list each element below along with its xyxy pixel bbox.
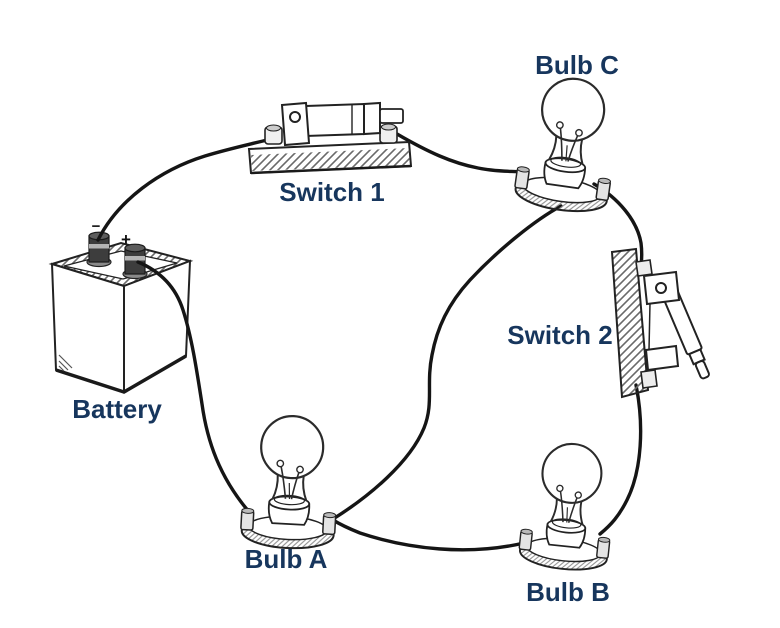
switch2-base — [610, 247, 650, 399]
battery-bottom-edge — [55, 354, 187, 394]
wire-bulbA-to-bulbC — [331, 204, 563, 521]
battery-corner-hatch — [58, 354, 73, 372]
battery-negative-sign: − — [92, 218, 101, 235]
bulb-c-label: Bulb C — [535, 50, 619, 80]
wire-battery-to-bulbA — [136, 260, 252, 515]
switch2-label: Switch 2 — [507, 320, 612, 350]
switch2-link-bar — [648, 302, 651, 351]
battery-illustration: − + — [48, 218, 194, 394]
switch2-lever — [661, 287, 710, 380]
wire-battery-to-switch1 — [96, 138, 269, 242]
switch1-label: Switch 1 — [279, 177, 384, 207]
switch1-lever-cap — [363, 101, 381, 136]
switch2-clip-top — [635, 259, 653, 277]
battery-terminal-positive — [122, 243, 148, 280]
bulb-a-label: Bulb A — [245, 544, 328, 574]
wires — [96, 132, 644, 552]
wire-switch1-to-bulbC — [395, 132, 524, 174]
switch1-base-hatch — [251, 148, 410, 171]
bulb-b-illustration — [516, 438, 621, 575]
switch1-hinge-hole — [289, 111, 301, 123]
switch1-base-edge — [250, 164, 412, 175]
switch1-handle-tab — [379, 108, 404, 124]
wire-bulbB-to-bulbA — [331, 518, 526, 552]
switch1-illustration — [247, 101, 413, 175]
bulb-b-label: Bulb B — [526, 577, 610, 607]
bulb-c-illustration — [511, 71, 626, 218]
switch2-illustration — [610, 247, 710, 399]
wire-switch2-to-bulbB — [598, 383, 643, 536]
switch2-contact-block — [644, 344, 680, 372]
switch1-lever-body — [305, 102, 365, 138]
switch1-contact-left — [264, 124, 283, 145]
battery-label: Battery — [72, 394, 162, 424]
switch2-hinge-hole — [655, 282, 667, 294]
switch1-contact-right — [379, 123, 398, 144]
bulb-a-illustration — [238, 412, 342, 552]
battery-terminal-negative — [86, 231, 112, 268]
switch1-hinge-plate — [280, 101, 311, 147]
wire-bulbC-to-switch2 — [592, 182, 644, 268]
switch2-lever-tip — [694, 360, 710, 380]
battery-positive-sign: + — [121, 230, 131, 249]
switch2-clip-bottom — [640, 369, 658, 389]
